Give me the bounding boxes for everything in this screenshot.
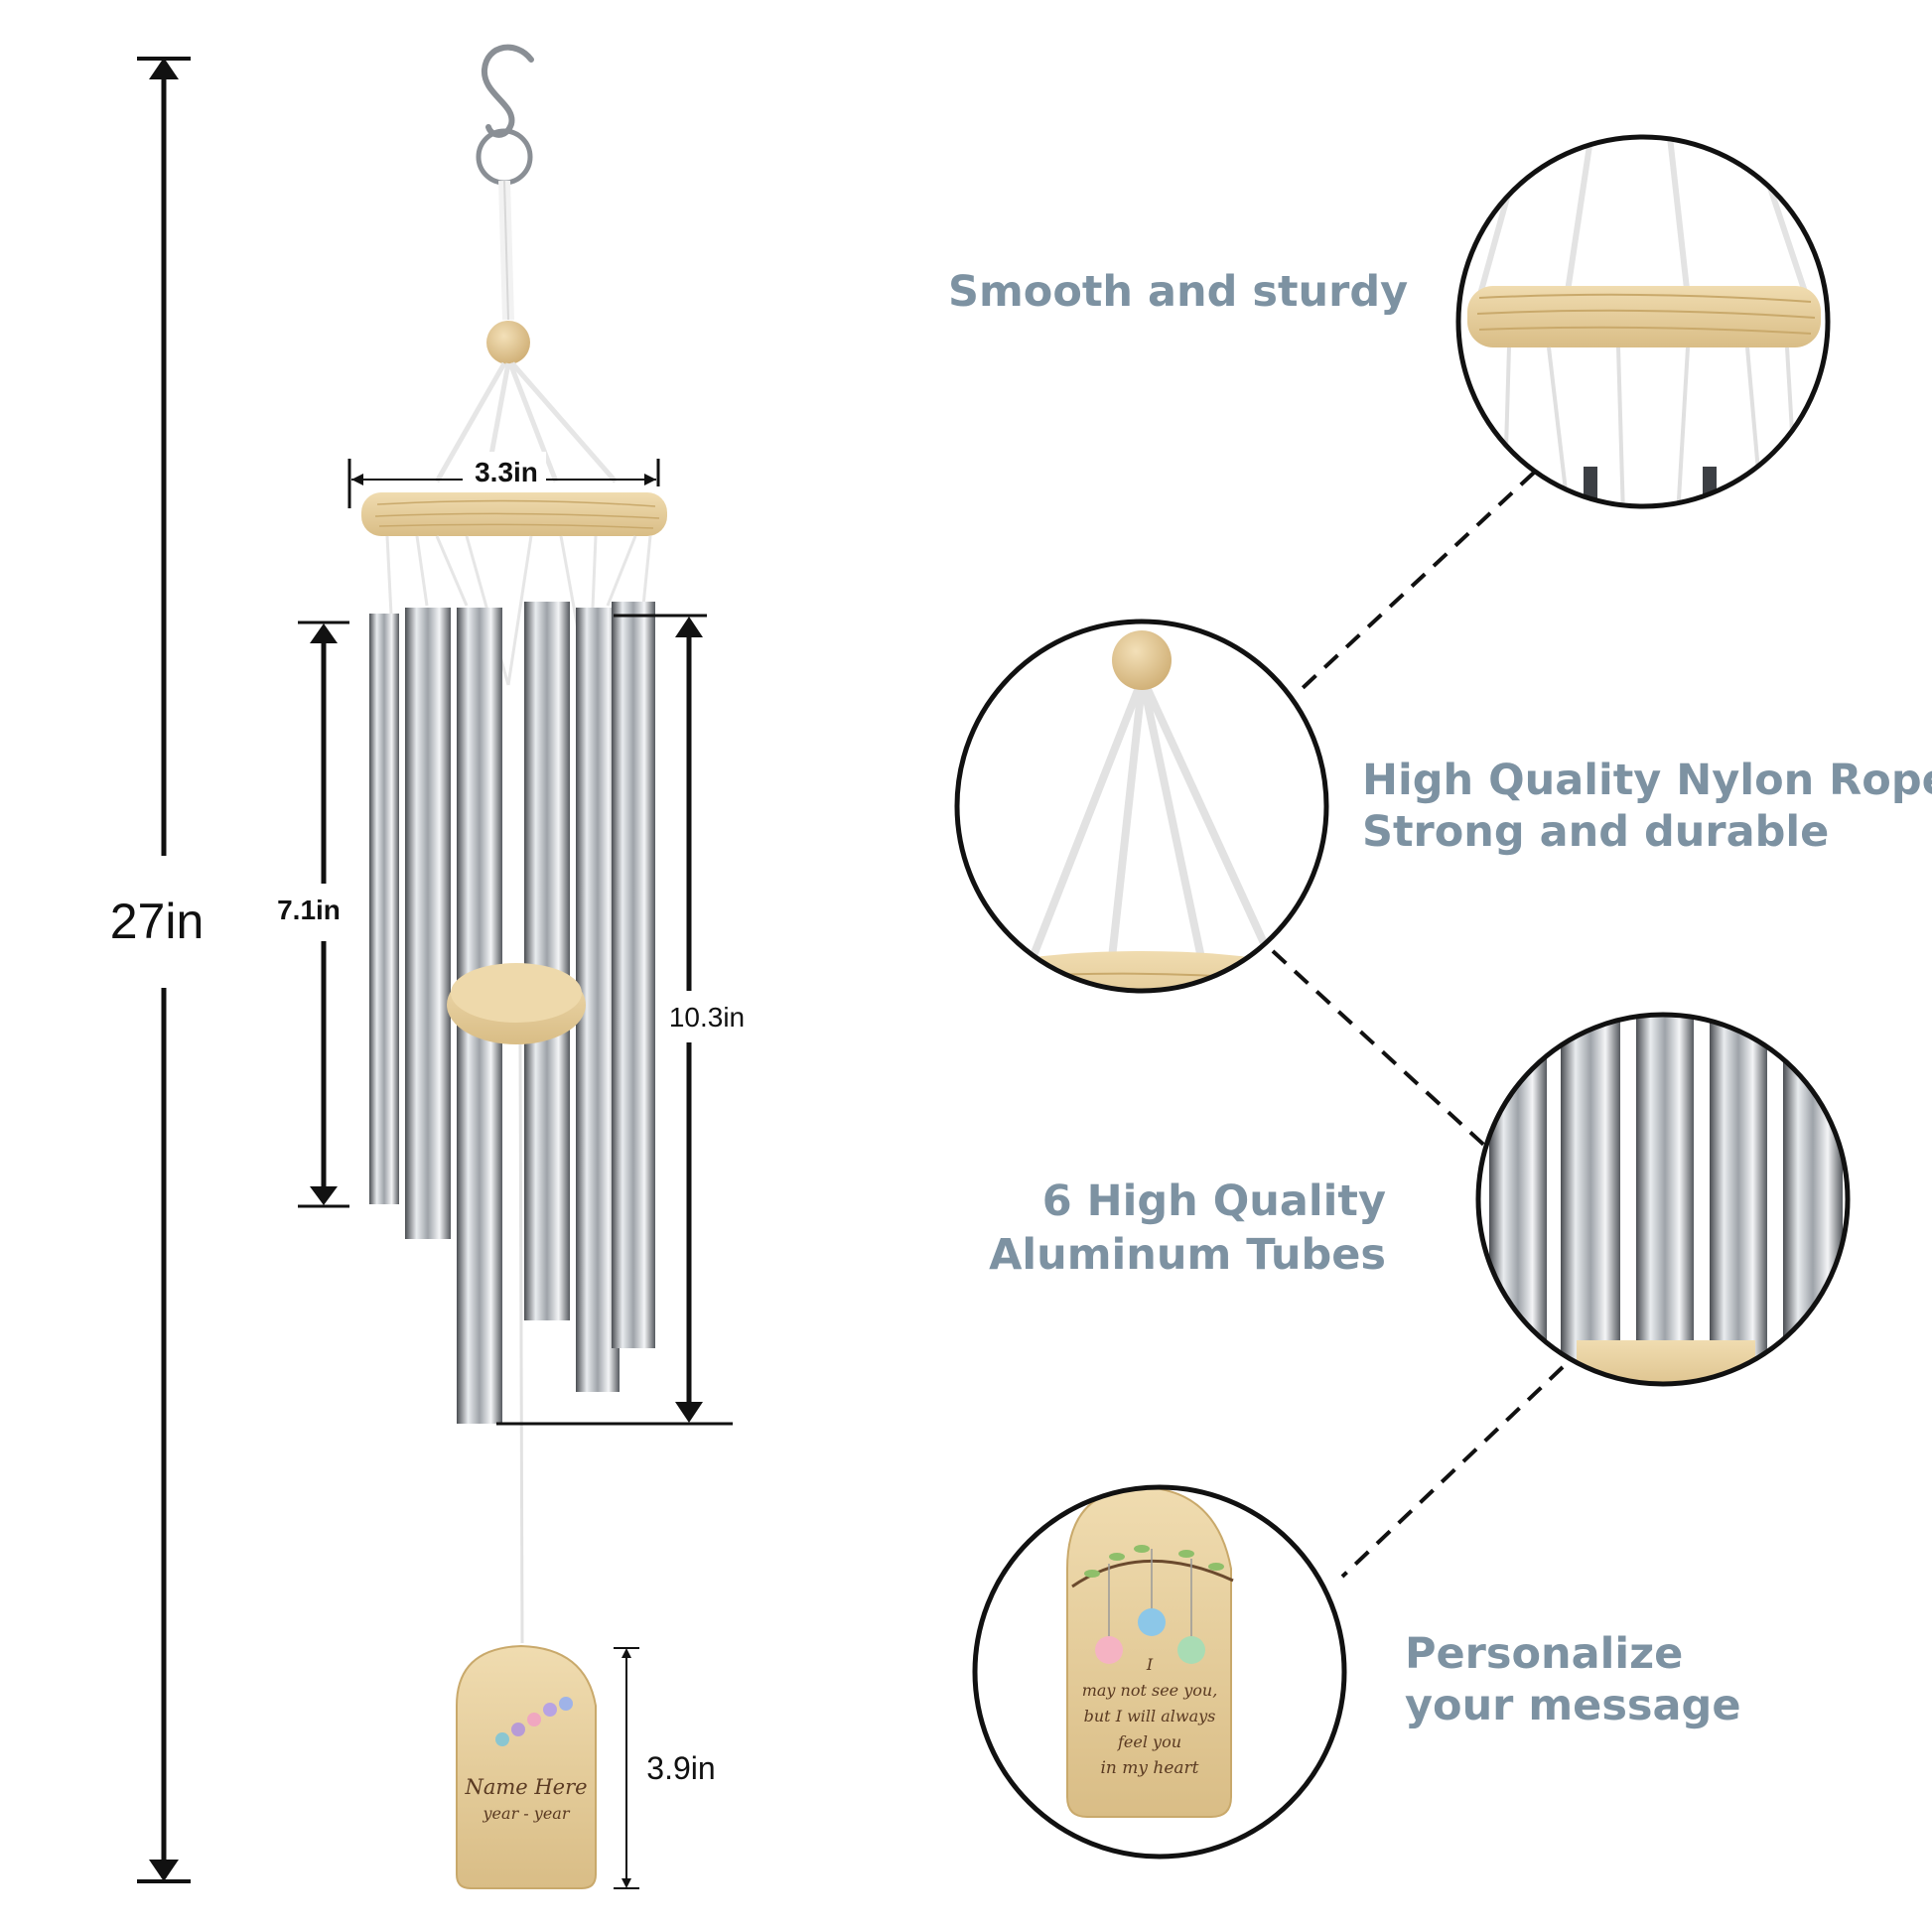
total-height-dimension: 27in [110,57,205,1883]
message-line-3: but I will always [1084,1707,1216,1725]
tube-6 [612,602,655,1348]
feature-labels: Smooth and sturdy High Quality Nylon Rop… [948,267,1932,1730]
ring-width-dimension: 3.3in [347,452,660,508]
message-line-4: feel you [1117,1732,1181,1751]
sail-height-dimension: 3.9in [614,1647,716,1889]
short-tube-label: 7.1in [277,895,341,925]
wood-bead [486,321,530,364]
tube-2 [405,608,451,1239]
blue-paw-icon [1138,1608,1166,1636]
tube-4 [524,602,570,1320]
tube-1 [369,614,399,1204]
total-height-label: 27in [110,894,205,949]
connector-lines [1271,471,1565,1579]
message-line-2: may not see you, [1082,1681,1218,1700]
striker-disc [447,963,586,1044]
long-tube-label: 10.3in [669,1002,745,1033]
paw-prints-icon [495,1697,573,1746]
ring-width-label: 3.3in [475,457,538,487]
bead-detail [1112,630,1172,690]
feature-1-line-1: Smooth and sturdy [948,267,1408,317]
detail-circle-message: I may not see you, but I will always fee… [972,1484,1347,1860]
green-paw-icon [1177,1636,1205,1664]
detail-circle-tubes [1475,1012,1851,1387]
s-hook-icon [481,44,534,138]
feature-4-line-2: your message [1405,1681,1740,1730]
message-line-5: in my heart [1100,1758,1198,1778]
hanging-ring-icon [476,128,533,186]
name-sail: Name Here year - year [456,1644,597,1889]
feature-2-line-1: High Quality Nylon Rope [1362,756,1932,805]
pink-paw-icon [1095,1636,1123,1664]
sail-name-text: Name Here [464,1775,587,1799]
message-line-1: I [1146,1655,1154,1674]
sail-height-label: 3.9in [646,1750,715,1786]
sail-years-text: year - year [483,1804,571,1823]
feature-2-line-2: Strong and durable [1362,807,1829,857]
feature-3-line-2: Aluminum Tubes [989,1230,1386,1280]
top-wood-ring [361,492,667,536]
feature-3-line-1: 6 High Quality [1042,1176,1386,1226]
detail-circle-rope [954,619,1329,994]
short-tube-dimension: 7.1in [277,621,349,1208]
wind-chime: 3.3in [277,44,745,1889]
long-tube-dimension: 10.3in [496,614,745,1426]
feature-4-line-1: Personalize [1405,1629,1683,1679]
aluminum-tubes [369,602,655,1424]
detail-circle-ring [1455,134,1831,509]
